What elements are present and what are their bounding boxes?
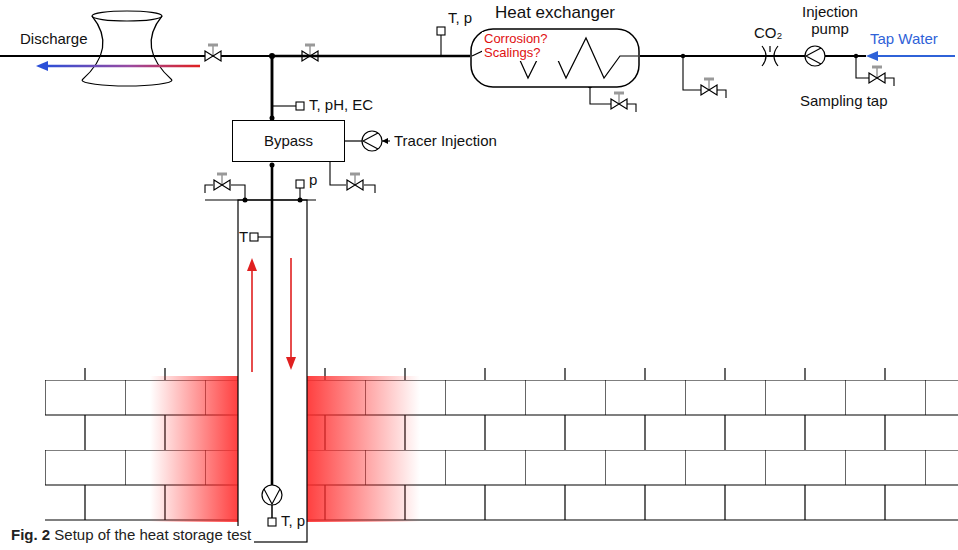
pipe-connector — [272, 56, 470, 120]
figure-caption: Fig. 2 Setup of the heat storage test — [8, 526, 254, 543]
heat-exchanger: Heat exchangerCorrosion? Scalings? — [470, 28, 640, 88]
injection-label: Tracer Injection — [394, 132, 497, 149]
sensor-label: p — [309, 171, 317, 188]
sensor-label: T, p — [281, 512, 305, 529]
process-box: Bypass — [232, 120, 345, 162]
tap-label: Sampling tap — [800, 92, 888, 109]
node-heading: Heat exchanger — [495, 4, 615, 23]
sensor-label: T — [239, 228, 248, 245]
gas-label: CO₂ — [754, 24, 782, 41]
warning-note: Corrosion? Scalings? — [482, 32, 560, 61]
inflow-label: Tap Water — [870, 30, 938, 47]
pump-label: Injection pump — [794, 3, 866, 38]
sensor-label: T, p — [448, 9, 472, 26]
box-label: Bypass — [264, 132, 313, 149]
sensor-label: T, pH, EC — [309, 96, 373, 113]
discharge-label: Discharge — [20, 30, 88, 47]
